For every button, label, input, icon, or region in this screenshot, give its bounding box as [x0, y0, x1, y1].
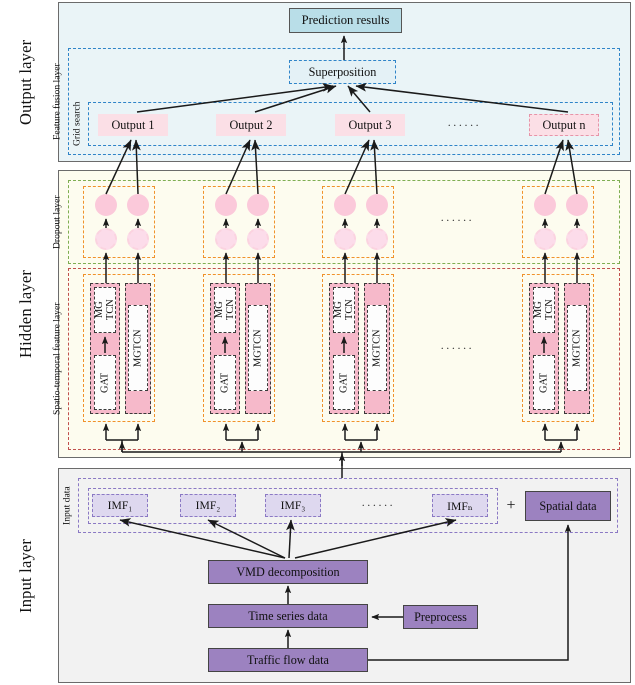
gat-label: GAT — [219, 372, 231, 393]
tcn-label: TCN — [544, 299, 555, 321]
dropout-node-dropped — [95, 228, 117, 250]
dropout-node-active — [334, 194, 356, 216]
dropout-node-active — [534, 194, 556, 216]
imf-box-3[interactable]: IMF₃ — [265, 494, 321, 517]
dropout-node-dropped — [566, 228, 588, 250]
gat-label: GAT — [338, 372, 350, 393]
mgtcn-label: MGTCN — [371, 329, 383, 367]
plus-symbol: + — [506, 496, 516, 514]
hidden-layer-title: Hidden layer — [16, 269, 35, 359]
dropout-node-dropped — [127, 228, 149, 250]
dropout-node-active — [247, 194, 269, 216]
mg-label: MG — [333, 301, 344, 319]
dropout-node-active — [127, 194, 149, 216]
tcn-label: TCN — [225, 299, 236, 321]
output-ellipsis: ······ — [447, 117, 481, 132]
tcn-label: TCN — [344, 299, 355, 321]
tcn-label: TCN — [105, 299, 116, 321]
time-series-data-box[interactable]: Time series data — [208, 604, 368, 628]
dropout-node-dropped — [534, 228, 556, 250]
mg-tcn-cell — [214, 287, 236, 333]
mgtcn-label: MGTCN — [571, 329, 583, 367]
dropout-node-active — [215, 194, 237, 216]
imf-ellipsis: ······ — [361, 498, 395, 512]
spatial-data-box[interactable]: Spatial data — [525, 491, 611, 521]
gat-label: GAT — [538, 372, 550, 393]
output-box-3[interactable]: Output 3 — [335, 114, 405, 136]
imf-box-2[interactable]: IMF₂ — [180, 494, 236, 517]
gat-cell — [214, 355, 236, 410]
dropout-frame — [68, 180, 620, 264]
output-layer-title: Output layer — [16, 39, 35, 125]
gat-cell — [333, 355, 355, 410]
prediction-results-box[interactable]: Prediction results — [289, 8, 402, 33]
spatio-temporal-label: Spatio-temporal feature layer — [51, 302, 63, 416]
st-module-group-3 — [322, 274, 394, 422]
mgtcn-cell — [128, 305, 148, 391]
mgtcn-cell — [367, 305, 387, 391]
input-layer-title: Input layer — [16, 538, 35, 613]
mg-tcn-cell — [94, 287, 116, 333]
mgtcn-cell — [567, 305, 587, 391]
output-box-2[interactable]: Output 2 — [216, 114, 286, 136]
traffic-flow-data-box[interactable]: Traffic flow data — [208, 648, 368, 672]
dropout-node-dropped — [215, 228, 237, 250]
preprocess-box[interactable]: Preprocess — [403, 605, 478, 629]
mgtcn-label: MGTCN — [252, 329, 264, 367]
dropout-ellipsis: ······ — [440, 212, 474, 227]
gat-cell — [533, 355, 555, 410]
dropout-node-active — [566, 194, 588, 216]
imf-box-n[interactable]: IMFₙ — [432, 494, 488, 517]
mg-tcn-cell — [533, 287, 555, 333]
output-box-1[interactable]: Output 1 — [98, 114, 168, 136]
mg-tcn-cell — [333, 287, 355, 333]
input-data-label: Input data — [61, 486, 73, 525]
output-box-n[interactable]: Output n — [529, 114, 599, 136]
gat-cell — [94, 355, 116, 410]
dropout-node-dropped — [247, 228, 269, 250]
feature-fusion-label: Feature fusion layer — [51, 63, 63, 140]
dropout-node-dropped — [334, 228, 356, 250]
st-module-group-2 — [203, 274, 275, 422]
st-module-group-1 — [83, 274, 155, 422]
imf-box-1[interactable]: IMF₁ — [92, 494, 148, 517]
dropout-node-dropped — [366, 228, 388, 250]
superposition-box[interactable]: Superposition — [289, 60, 396, 84]
st-module-group-n — [522, 274, 594, 422]
grid-search-label: Grid search — [71, 101, 83, 147]
gat-label: GAT — [99, 372, 111, 393]
mg-label: MG — [533, 301, 544, 319]
st-module-ellipsis: ······ — [440, 340, 474, 355]
mgtcn-label: MGTCN — [132, 329, 144, 367]
dropout-node-active — [95, 194, 117, 216]
mg-label: MG — [214, 301, 225, 319]
mg-label: MG — [94, 301, 105, 319]
vmd-decomposition-box[interactable]: VMD decomposition — [208, 560, 368, 584]
dropout-node-active — [366, 194, 388, 216]
spatio-temporal-frame — [68, 268, 620, 450]
mgtcn-cell — [248, 305, 268, 391]
dropout-layer-label: Dropout layer — [51, 195, 63, 249]
